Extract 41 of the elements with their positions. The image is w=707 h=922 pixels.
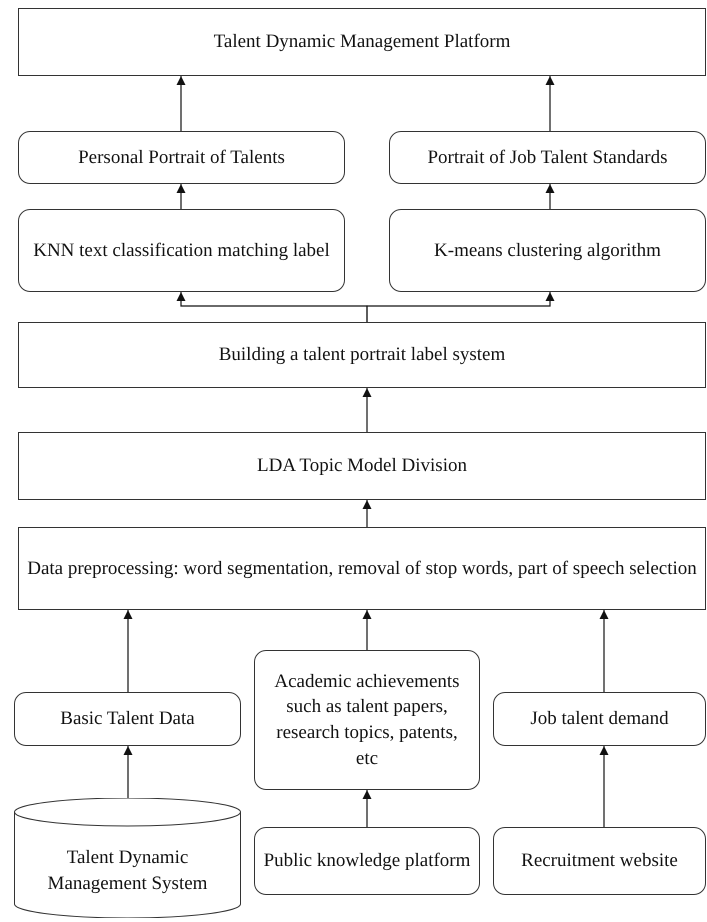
arrow: [176, 76, 186, 131]
arrow: [362, 790, 372, 827]
node-label: LDA Topic Model Division: [257, 454, 467, 478]
arrow: [124, 610, 132, 692]
arrow: [546, 184, 554, 209]
arrow: [362, 610, 372, 650]
arrow: [600, 610, 608, 692]
node-label: Personal Portrait of Talents: [78, 146, 285, 170]
node-label: Talent Dynamic Management Platform: [214, 30, 510, 54]
process-box: [18, 8, 706, 76]
node-label: Job talent demand: [530, 707, 669, 732]
node-label: Building a talent portrait label system: [218, 343, 506, 368]
process-box: [254, 827, 480, 895]
node-label: Academic achievements such as talent papers, research topics, patents, etc: [273, 670, 461, 771]
process-box: [14, 692, 241, 746]
node-label: Public knowledge platform: [264, 849, 470, 874]
node-label: Data preprocessing: word segmentation, removal of stop words, part of speech selection: [27, 556, 697, 581]
process-box: [254, 650, 480, 790]
process-box: [493, 827, 706, 895]
arrow: [362, 500, 372, 527]
arrow: [362, 388, 372, 432]
process-box: [493, 692, 706, 746]
process-box: [18, 322, 706, 388]
process-box: [389, 131, 706, 184]
node-label: Recruitment website: [521, 849, 678, 874]
process-box: [389, 209, 706, 292]
arrow: [176, 184, 186, 209]
node-label: Talent Dynamic Management System: [46, 846, 208, 896]
process-box: [18, 527, 706, 610]
arrow: [366, 292, 554, 322]
node-label: KNN text classification matching label: [33, 238, 330, 263]
arrow: [546, 76, 554, 131]
node-label: Portrait of Job Talent Standards: [427, 146, 668, 170]
node-label: K-means clustering algorithm: [434, 238, 661, 263]
arrow: [124, 746, 132, 798]
process-box: [18, 131, 345, 184]
arrow: [600, 746, 608, 827]
node-label: Basic Talent Data: [60, 707, 195, 732]
process-box: [18, 209, 345, 292]
database-cylinder: [14, 798, 241, 918]
process-box: [18, 432, 706, 500]
